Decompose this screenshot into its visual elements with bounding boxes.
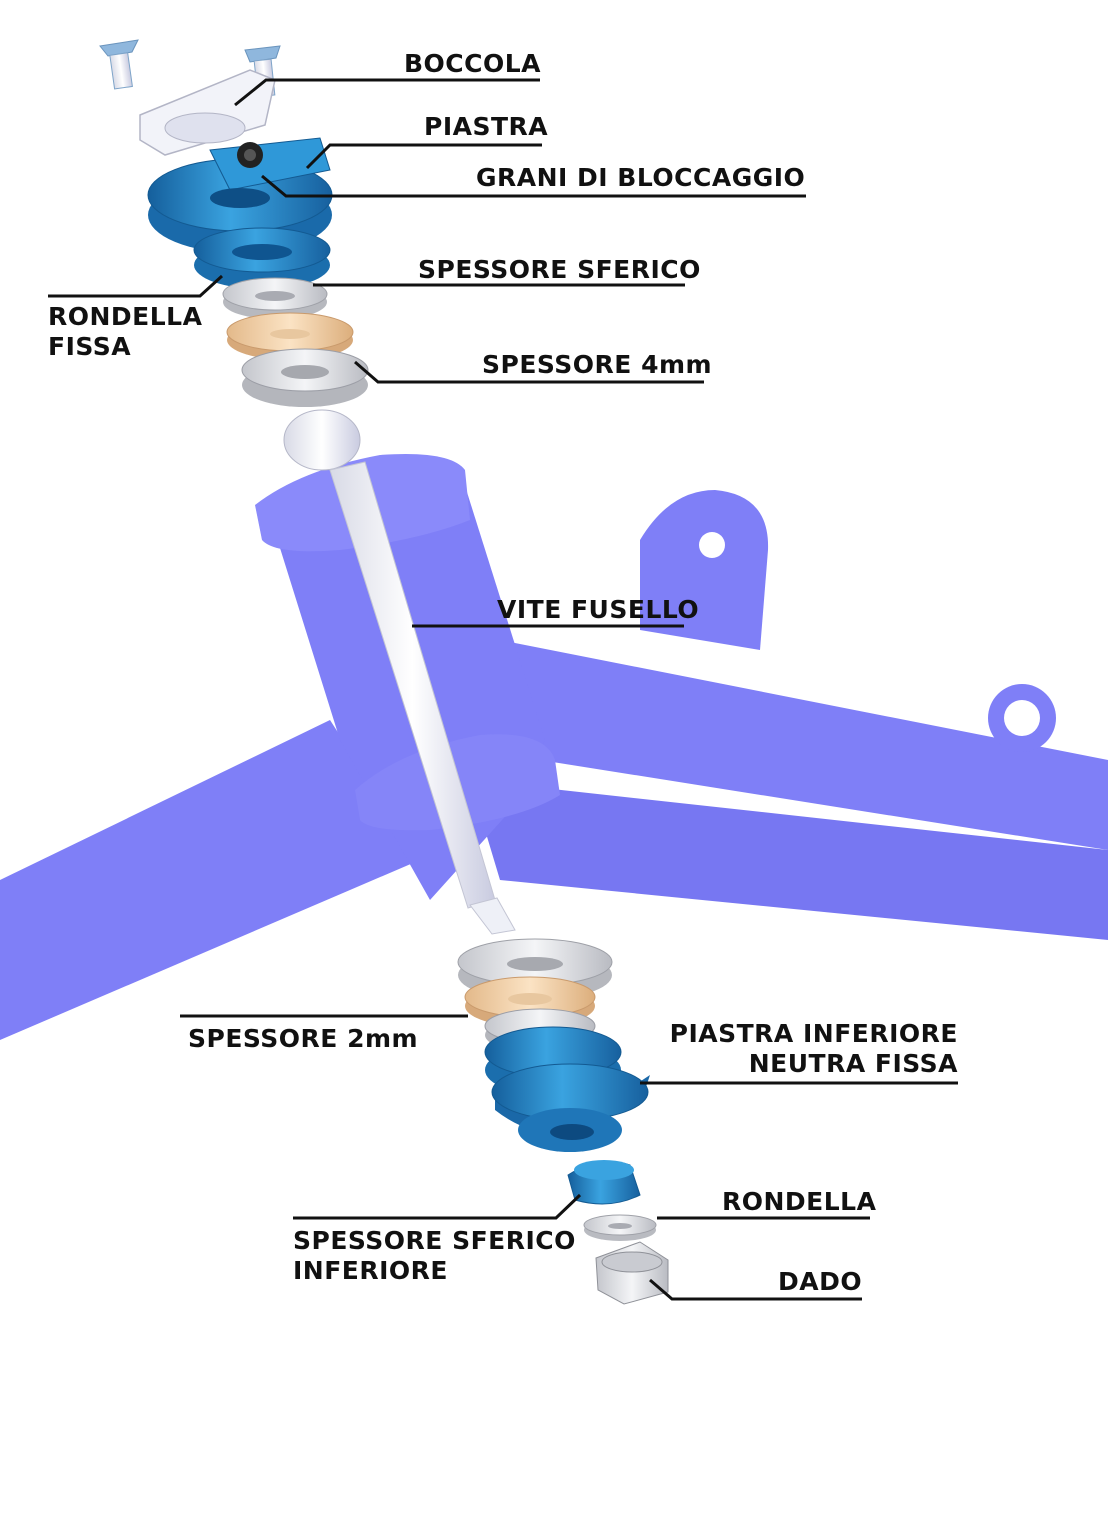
locking-grub-screw xyxy=(237,142,263,168)
label-rondella-fissa-line2: FISSA xyxy=(48,332,132,361)
label-rondella-fissa-line1: RONDELLA xyxy=(48,302,203,331)
lower-spherical-spacer-part xyxy=(567,1160,641,1205)
leader-grani xyxy=(261,174,806,198)
leader-rondella-fissa xyxy=(48,274,224,298)
label-piastra-inferiore-line2: NEUTRA FISSA xyxy=(748,1049,958,1078)
label-spessore-sferico-inferiore-line1: SPESSORE SFERICO xyxy=(293,1226,576,1255)
lower-fixed-plate-part xyxy=(484,1026,650,1152)
bushing-part xyxy=(139,69,276,156)
label-spessore-sferico: SPESSORE SFERICO xyxy=(418,255,701,284)
fixed-washer-part xyxy=(193,227,331,289)
leader-piastra xyxy=(305,143,542,170)
spacer-4mm-part xyxy=(241,348,369,407)
label-piastra-inferiore-line1: PIASTRA INFERIORE xyxy=(669,1019,958,1048)
kingpin-screw xyxy=(283,409,516,935)
label-spessore-4mm: SPESSORE 4mm xyxy=(482,350,713,379)
frame-upper-arm xyxy=(500,640,1108,850)
nut-part xyxy=(595,1241,669,1305)
washer-part xyxy=(583,1214,657,1241)
label-grani-di-bloccaggio: GRANI DI BLOCCAGGIO xyxy=(476,163,806,192)
label-dado: DADO xyxy=(778,1267,863,1296)
leader-dado xyxy=(649,1278,862,1301)
leader-lines xyxy=(48,78,958,1301)
frame-ear xyxy=(640,490,769,650)
leader-spessore-4mm xyxy=(354,360,704,384)
label-rondella: RONDELLA xyxy=(722,1187,877,1216)
label-spessore-sferico-inferiore-line2: INFERIORE xyxy=(293,1256,449,1285)
frame-ring-hole xyxy=(1004,700,1040,736)
label-boccola: BOCCOLA xyxy=(404,49,542,78)
label-spessore-2mm: SPESSORE 2mm xyxy=(188,1024,419,1053)
frame-lower-arm xyxy=(470,780,1108,940)
kingpin-head xyxy=(283,409,361,471)
top-screw-left xyxy=(99,39,139,90)
frame-ear-hole xyxy=(699,532,725,558)
label-piastra: PIASTRA xyxy=(424,112,549,141)
kingpin-tip xyxy=(469,897,516,935)
frame-left-arm xyxy=(0,720,420,1040)
leader-boccola xyxy=(234,78,540,107)
leader-spessore-sferico-inferiore xyxy=(293,1193,582,1220)
spherical-spacer-part xyxy=(222,277,328,319)
label-vite-fusello: VITE FUSELLO xyxy=(497,595,700,624)
